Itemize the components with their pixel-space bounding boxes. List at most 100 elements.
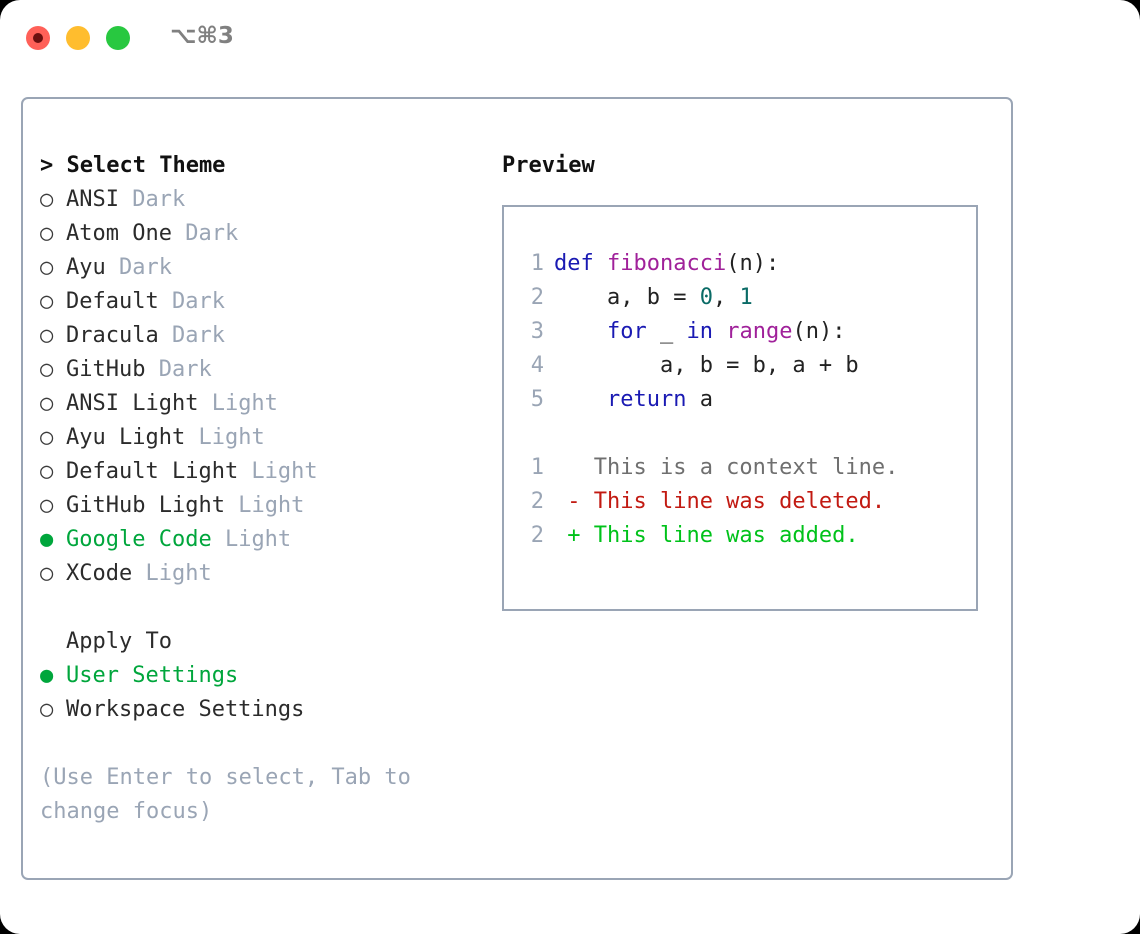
line-number: 4 [530,353,544,378]
code-line: 2 a, b = 0, 1 [520,281,976,315]
line-number: 5 [530,387,544,412]
minimize-button-icon[interactable] [66,26,90,50]
code-token [554,319,607,344]
title-bar: ⌥⌘3 [0,0,1140,78]
theme-option-label: Default Light [66,459,239,484]
radio-empty-icon: ○ [40,187,54,212]
radio-empty-icon: ○ [40,391,54,416]
theme-option-ayu-light[interactable]: ○Ayu Light Light [40,421,490,455]
code-token [554,387,607,412]
theme-option-ansi[interactable]: ○ ANSI Dark [40,183,490,217]
theme-option-google-code[interactable]: ● Google Code Light [40,523,490,557]
theme-option-default-light[interactable]: ○Default Light Light [40,455,490,489]
theme-option-label: Atom One [66,221,172,246]
theme-option-atom-one[interactable]: ○ Atom One Dark [40,217,490,251]
line-number: 2 [530,285,544,310]
theme-option-kind: Light [132,561,212,586]
theme-list: ○ ANSI Dark ○ Atom One Dark ○ Ayu Dark ○ Defaul… [40,183,490,591]
theme-option-label: GitHub Light [66,493,225,518]
theme-option-ansi-light[interactable]: ○ANSI Light Light [40,387,490,421]
theme-option-label: GitHub [66,357,146,382]
theme-option-label: Ayu Light [66,425,186,450]
apply-to-heading: Apply To [66,629,172,654]
code-token: a, b = [554,285,700,310]
code-token [713,319,726,344]
line-number: 1 [530,251,544,276]
theme-option-label: XCode [66,561,133,586]
theme-option-kind: Light [224,493,305,518]
code-token: a, b = b, a + b [554,353,859,378]
code-token: range [726,319,793,344]
theme-selection-column: > Select Theme ○ANSI Dark○Atom One Dark○… [40,149,490,829]
code-token: , [712,285,740,310]
radio-empty-icon: ○ [40,697,54,722]
radio-selected-icon: ● [40,527,54,552]
code-token: for [606,319,647,344]
theme-option-kind: Dark [145,357,212,382]
radio-empty-icon: ○ [40,221,54,246]
radio-empty-icon: ○ [40,425,54,450]
code-token: _ [646,319,687,344]
code-token: fibonacci [606,251,727,276]
apply-to-option-label: User Settings [66,663,239,688]
apply-to-option-user-settings[interactable]: ● User Settings [40,659,490,693]
code-line: 3 for _ in range(n): [520,315,976,349]
code-token: def [554,251,607,276]
diff-line-text: - This line was deleted. [554,489,886,514]
theme-option-label: Default [66,289,159,314]
theme-option-kind: Dark [171,221,239,246]
maximize-button-icon[interactable] [106,26,130,50]
code-token: a [686,387,713,412]
line-number: 2 [530,523,544,548]
radio-empty-icon: ○ [40,255,54,280]
code-token: in [686,319,713,344]
content-panel: > Select Theme ○ANSI Dark○Atom One Dark○… [21,97,1013,880]
radio-empty-icon: ○ [40,459,54,484]
diff-line-del: 2 - This line was deleted. [520,485,976,519]
theme-option-label: Ayu [66,255,106,280]
list-spacer [40,591,490,625]
code-line: 1 def fibonacci(n): [520,247,976,281]
code-token: 0 [699,285,713,310]
theme-option-github-light[interactable]: ○ GitHub Light Light [40,489,490,523]
preview-heading: Preview [502,153,595,178]
radio-empty-icon: ○ [40,493,54,518]
radio-empty-icon: ○ [40,323,54,348]
theme-option-kind: Dark [118,187,186,212]
line-number: 3 [530,319,544,344]
diff-line-text: This is a context line. [554,455,899,480]
theme-option-github[interactable]: ○ GitHub Dark [40,353,490,387]
line-number: 1 [530,455,544,480]
code-token: 1 [739,285,753,310]
theme-option-kind: Dark [158,289,225,314]
apply-to-list: ● User Settings ○ Workspace Settings [40,659,490,727]
diff-line-text: + This line was added. [554,523,859,548]
code-token: (n): [792,319,846,344]
theme-option-xcode[interactable]: ○ XCode Light [40,557,490,591]
code-token: return [606,387,687,412]
radio-empty-icon: ○ [40,561,54,586]
radio-empty-icon: ○ [40,357,54,382]
theme-option-default[interactable]: ○ Default Dark [40,285,490,319]
apply-to-option-workspace-settings[interactable]: ○ Workspace Settings [40,693,490,727]
theme-option-dracula[interactable]: ○ Dracula Dark [40,319,490,353]
apply-to-option-label: Workspace Settings [66,697,305,722]
theme-option-kind: Dark [158,323,225,348]
close-button-icon[interactable] [26,26,50,50]
theme-option-label: Dracula [66,323,159,348]
theme-option-kind: Light [198,391,278,416]
radio-selected-icon: ● [40,663,54,688]
code-line: 5 return a [520,383,976,417]
keyboard-shortcut-label: ⌥⌘3 [170,23,234,49]
diff-line-add: 2 + This line was added. [520,519,976,553]
theme-option-kind: Light [211,527,292,552]
theme-option-ayu[interactable]: ○ Ayu Dark [40,251,490,285]
radio-empty-icon: ○ [40,289,54,314]
code-token: (n): [726,251,780,276]
theme-option-label: Google Code [66,527,212,552]
theme-option-label: ANSI [66,187,119,212]
theme-option-kind: Dark [105,255,172,280]
code-diff-separator [520,417,976,451]
